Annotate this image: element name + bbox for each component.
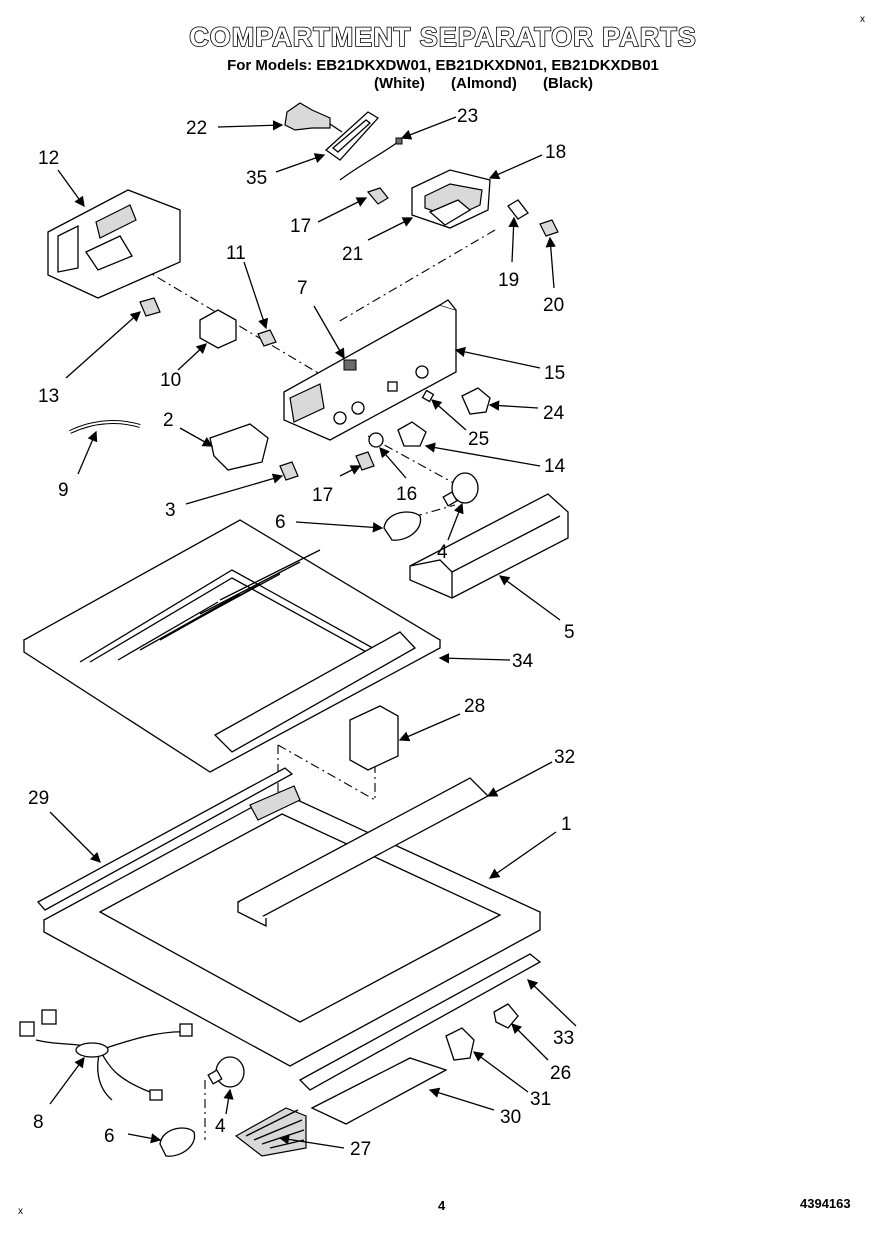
part-31-switch bbox=[445, 1027, 475, 1061]
part-11-screw bbox=[257, 329, 277, 347]
callout-10: 10 bbox=[160, 370, 181, 391]
callout-2: 2 bbox=[163, 410, 174, 431]
part-19-bushing bbox=[507, 199, 529, 220]
part-17-screw-top bbox=[366, 187, 389, 205]
part-24-knob bbox=[461, 387, 491, 415]
callout-11: 11 bbox=[226, 243, 246, 264]
part-4-bulb-lower bbox=[207, 1056, 245, 1088]
part-29-rail bbox=[36, 767, 294, 911]
part-2-bracket bbox=[209, 423, 269, 471]
part-14-knob bbox=[397, 421, 427, 447]
models-line: For Models: EB21DKXDW01, EB21DKXDN01, EB… bbox=[227, 57, 659, 74]
part-25-lens bbox=[421, 389, 435, 403]
callout-numbers: 22 23 35 18 12 17 21 19 20 11 7 13 10 15… bbox=[28, 106, 575, 1160]
part-5-trim bbox=[409, 493, 569, 599]
callout-15: 15 bbox=[544, 363, 565, 384]
callout-1: 1 bbox=[561, 814, 572, 835]
callout-18: 18 bbox=[545, 142, 566, 163]
part-20-screw bbox=[539, 219, 559, 237]
part-4-bulb-upper bbox=[442, 472, 479, 507]
callout-14: 14 bbox=[544, 456, 566, 477]
callout-12: 12 bbox=[38, 148, 59, 169]
callout-32: 32 bbox=[554, 747, 575, 768]
part-34-separator-pan bbox=[22, 519, 442, 773]
part-10-switch bbox=[199, 309, 237, 349]
callout-16: 16 bbox=[396, 484, 417, 505]
callout-5: 5 bbox=[564, 622, 575, 643]
part-12-housing bbox=[47, 189, 181, 299]
callout-17b: 17 bbox=[312, 485, 333, 506]
callout-27: 27 bbox=[350, 1139, 371, 1160]
part-13-screw bbox=[139, 297, 161, 317]
callout-6a: 6 bbox=[275, 512, 286, 533]
callout-21: 21 bbox=[342, 244, 363, 265]
corner-mark-bottom: x bbox=[18, 1206, 23, 1217]
callout-34: 34 bbox=[512, 651, 534, 672]
part-26-screw bbox=[493, 1003, 519, 1029]
leader-lines bbox=[49, 116, 577, 1149]
part-3-screw bbox=[279, 461, 299, 481]
callout-4b: 4 bbox=[215, 1116, 226, 1137]
callout-7: 7 bbox=[297, 278, 308, 299]
callout-6b: 6 bbox=[104, 1126, 115, 1147]
callout-19: 19 bbox=[498, 270, 519, 291]
callout-25: 25 bbox=[468, 429, 489, 450]
color-white-label: (White) bbox=[374, 75, 425, 92]
callout-9: 9 bbox=[58, 480, 69, 501]
part-6-light-cover-lower bbox=[159, 1127, 196, 1157]
page-number: 4 bbox=[438, 1198, 446, 1213]
part-35-gasket bbox=[324, 111, 380, 161]
part-23-wire bbox=[339, 137, 403, 181]
part-33-rail bbox=[298, 953, 542, 1091]
part-8-wire-harness bbox=[19, 1009, 193, 1101]
part-1-separator-frame bbox=[42, 785, 542, 1067]
part-28-drain bbox=[349, 705, 399, 771]
part-16-button bbox=[368, 432, 384, 448]
part-27-grille bbox=[234, 1107, 307, 1157]
part-22-lamp-socket bbox=[284, 102, 343, 133]
callout-13: 13 bbox=[38, 386, 59, 407]
part-6-light-cover-upper bbox=[383, 511, 422, 541]
callout-8: 8 bbox=[33, 1112, 44, 1133]
callout-20: 20 bbox=[543, 295, 564, 316]
callout-31: 31 bbox=[530, 1089, 551, 1110]
document-number: 4394163 bbox=[800, 1196, 851, 1211]
callout-30: 30 bbox=[500, 1107, 521, 1128]
color-black-label: (Black) bbox=[543, 75, 594, 92]
diagram-title: COMPARTMENT SEPARATOR PARTS bbox=[188, 21, 697, 53]
part-9-tube bbox=[69, 420, 141, 434]
callout-29: 29 bbox=[28, 788, 49, 809]
part-30-strip bbox=[310, 1057, 448, 1125]
corner-mark-top: x bbox=[860, 14, 865, 25]
part-15-control-panel bbox=[283, 299, 457, 441]
callout-35: 35 bbox=[246, 168, 267, 189]
callout-17a: 17 bbox=[290, 216, 311, 237]
part-7-clip bbox=[343, 359, 357, 371]
callout-33: 33 bbox=[553, 1028, 574, 1049]
callout-23: 23 bbox=[457, 106, 478, 127]
part-18-control-housing bbox=[411, 169, 491, 229]
callout-24: 24 bbox=[543, 403, 565, 424]
callout-22: 22 bbox=[186, 118, 207, 139]
callout-28: 28 bbox=[464, 696, 485, 717]
callout-3: 3 bbox=[165, 500, 176, 521]
color-almond-label: (Almond) bbox=[451, 75, 517, 92]
callout-4a: 4 bbox=[437, 542, 448, 563]
callout-26: 26 bbox=[550, 1063, 571, 1084]
